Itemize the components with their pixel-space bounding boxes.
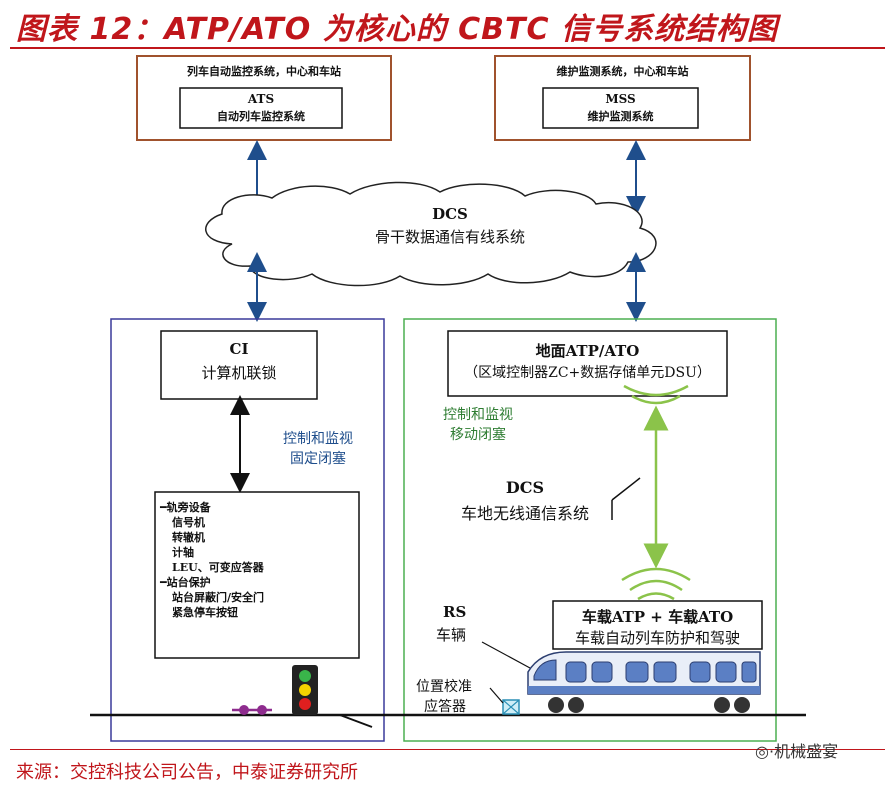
onboard-box [552,600,763,650]
ci-name: CI [229,340,249,358]
page-title: 图表 12：ATP/ATO 为核心的 CBTC 信号系统结构图 [16,12,778,47]
watermark: ◎·机械盛宴 [755,742,839,761]
ats-inner-box [179,87,343,129]
trackside-item: 紧急停车按钮 [172,606,238,619]
balise [489,687,520,715]
left-panel [110,318,385,742]
source-note: 来源：交控科技公司公告，中泰证券研究所 [16,762,358,783]
trackside-item: 信号机 [172,516,205,529]
ground-radio-waves [623,384,689,405]
ats-caption: 列车自动监控系统，中心和车站 [187,65,341,78]
ats-desc: 自动列车监控系统 [217,110,305,123]
train-radio-waves [621,567,691,601]
right-panel [403,318,777,742]
trackside-item: 转辙机 [172,531,205,544]
trackside-item: 计轴 [172,546,194,559]
header-rule [10,47,885,49]
ci-link-label-line1: 控制和监视 [283,431,353,447]
dcs-desc: 骨干数据通信有线系统 [374,228,525,246]
rs-pointer [481,641,531,669]
dcs-name: DCS [432,205,468,223]
trackside-equipment-list: ━轨旁设备 信号机 转辙机 计轴 LEU、可变应答器 ━站台保护 站台屏蔽门/安… [160,500,264,620]
trackside-item: ━轨旁设备 [160,501,211,514]
watermark-text: 机械盛宴 [774,742,839,761]
dcs-cloud [205,181,657,287]
trackside-box [154,491,360,659]
ci-link-label-line2: 固定闭塞 [290,451,346,467]
mss-caption: 维护监测系统，中心和车站 [556,65,689,78]
rs-desc: 车辆 [436,626,467,644]
wireless-antenna [611,477,641,501]
mss-inner-box [542,87,699,129]
footer-rule [10,749,885,750]
signal-light [292,665,318,715]
ground-atp-box [447,330,728,397]
balise-label-line1: 位置校准 [416,679,472,695]
train [527,651,761,713]
trackside-item: LEU、可变应答器 [172,561,264,574]
rs-name: RS [443,603,467,621]
wechat-icon: ◎ [755,742,769,761]
dcs-wireless-desc: 车地无线通信系统 [460,504,589,523]
green-label-line1: 控制和监视 [443,407,513,423]
trackside-item: 站台屏蔽门/安全门 [172,591,265,604]
ground-atp-name: 地面ATP/ATO [535,342,640,360]
ci-desc: 计算机联锁 [201,364,277,382]
ground-atp-desc: （区域控制器ZC+数据存储单元DSU） [464,365,711,381]
mss-desc: 维护监测系统 [587,110,654,123]
mss-name: MSS [605,92,636,106]
turnout [339,714,373,728]
dcs-wireless-name: DCS [505,478,545,497]
trackside-item: ━站台保护 [160,576,211,589]
ats-name: ATS [247,92,275,106]
balise-label-line2: 应答器 [424,699,466,715]
onboard-line2: 车载自动列车防护和驾驶 [574,629,740,647]
green-label-line2: 移动闭塞 [450,427,506,443]
onboard-line1: 车载ATP + 车载ATO [581,608,734,626]
axle-counter [232,705,272,715]
ci-box [160,330,318,400]
